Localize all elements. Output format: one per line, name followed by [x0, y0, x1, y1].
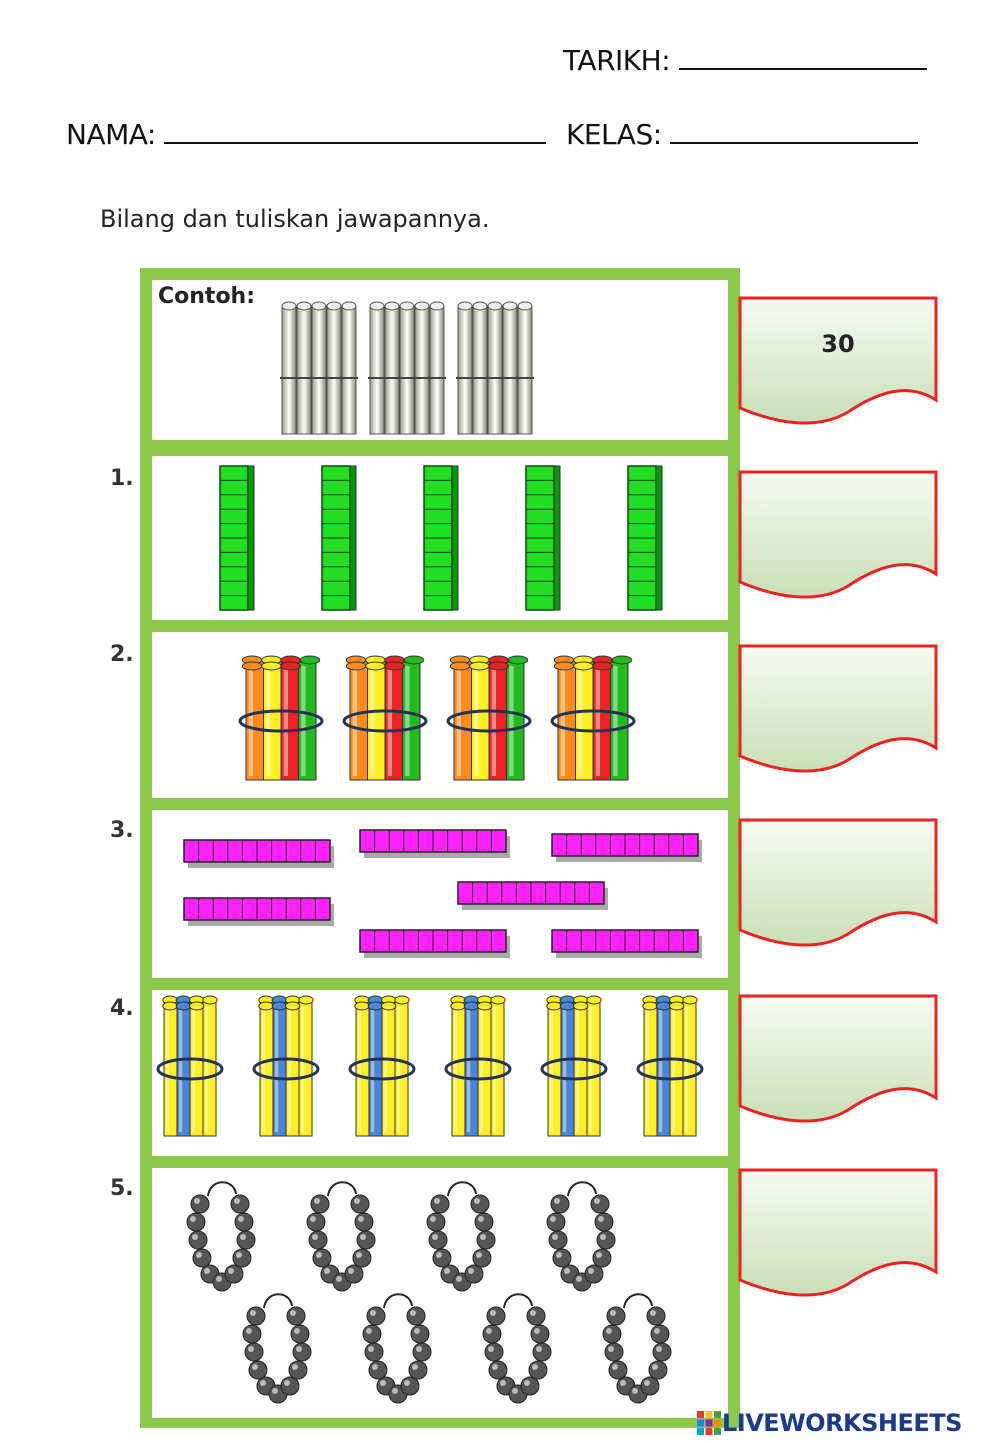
bead-string [362, 1293, 432, 1404]
liveworksheets-logo[interactable]: LIVEWORKSHEETS [696, 1408, 962, 1438]
answer-tag-shape [738, 644, 938, 773]
colored-bundle [342, 655, 428, 781]
answer-tag-shape [738, 1168, 938, 1297]
colored-bundle [238, 655, 324, 781]
colored-bundle [348, 995, 416, 1137]
question-cell-4 [152, 990, 728, 1156]
colored-bundle [444, 995, 512, 1137]
grey-bundle [368, 301, 446, 435]
bead-string [186, 1181, 256, 1292]
name-blank[interactable] [164, 116, 547, 144]
q2-colored-bundles [238, 655, 636, 781]
question-number-4: 4. [110, 996, 134, 1021]
green-rod [321, 465, 357, 611]
instruction-text: Bilang dan tuliskan jawapannya. [100, 205, 490, 233]
answer-tag-shape [738, 994, 938, 1123]
colored-bundle [156, 995, 224, 1137]
date-label: TARIKH: [563, 44, 671, 77]
pink-strip [183, 839, 334, 868]
colored-bundle [636, 995, 704, 1137]
question-number-5: 5. [110, 1176, 134, 1201]
answer-tag-shape [738, 296, 938, 425]
example-answer-value: 30 [821, 330, 855, 358]
pink-strip [551, 929, 702, 958]
question-number-1: 1. [110, 466, 134, 491]
pink-strip [359, 929, 510, 958]
example-bundles [280, 301, 534, 435]
liveworksheets-logo-icon [697, 1411, 721, 1435]
name-row: NAMA: [66, 116, 547, 151]
answer-box-2[interactable] [738, 644, 940, 784]
colored-bundle [252, 995, 320, 1137]
q4-colored-bundles [156, 995, 704, 1137]
colored-bundle [540, 995, 608, 1137]
pink-strip [457, 881, 608, 910]
colored-bundle [550, 655, 636, 781]
bead-string [426, 1181, 496, 1292]
question-number-2: 2. [110, 642, 134, 667]
q3-pink-strips [183, 829, 702, 958]
example-answer-box: 30 [738, 296, 940, 436]
answer-box-1[interactable] [738, 470, 940, 610]
green-rod [423, 465, 459, 611]
bead-string [306, 1181, 376, 1292]
grey-bundle [456, 301, 534, 435]
logo-text: LIVEWORKSHEETS [722, 1409, 962, 1437]
green-rod [627, 465, 663, 611]
question-number-3: 3. [110, 818, 134, 843]
pink-strip [359, 829, 510, 858]
answer-box-3[interactable] [738, 818, 940, 958]
q5-bead-strings [186, 1181, 672, 1404]
green-rod [525, 465, 561, 611]
bead-string [546, 1181, 616, 1292]
green-rod [219, 465, 255, 611]
date-blank[interactable] [678, 42, 927, 70]
answer-box-4[interactable] [738, 994, 940, 1134]
q1-green-rods [219, 465, 663, 611]
colored-bundle [446, 655, 532, 781]
class-blank[interactable] [670, 116, 919, 144]
pink-strip [551, 833, 702, 862]
example-label: Contoh: [158, 284, 256, 309]
date-row: TARIKH: [563, 42, 927, 77]
grey-bundle [280, 301, 358, 435]
bead-string [602, 1293, 672, 1404]
answer-tag-shape [738, 818, 938, 947]
bead-string [482, 1293, 552, 1404]
class-label: KELAS: [566, 118, 662, 151]
answer-tag-shape [738, 470, 938, 599]
pink-strip [183, 897, 334, 926]
name-label: NAMA: [66, 118, 156, 151]
answer-box-5[interactable] [738, 1168, 940, 1308]
bead-string [242, 1293, 312, 1404]
class-row: KELAS: [566, 116, 919, 151]
